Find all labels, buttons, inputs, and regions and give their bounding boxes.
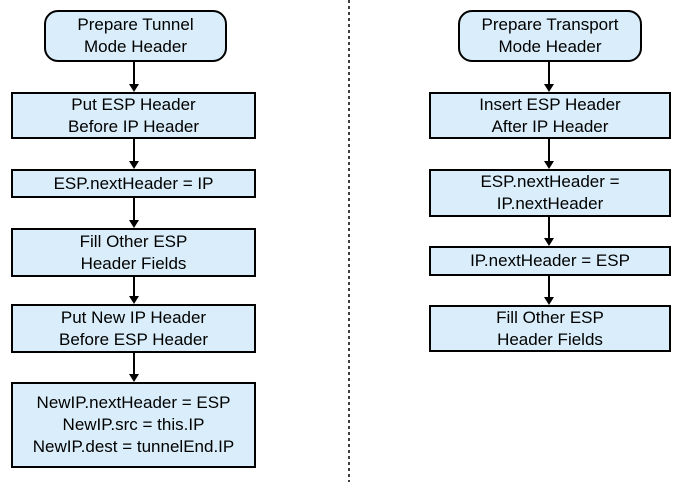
arrow-shaft: [133, 353, 135, 374]
arrow-head: [129, 374, 139, 382]
arrow-head: [544, 238, 554, 246]
arrow-down-icon: [129, 62, 139, 92]
node-prepare-tunnel-mode-header: Prepare Tunnel Mode Header: [44, 10, 227, 62]
arrow-head: [544, 297, 554, 305]
node-esp-nextheader-equals-ip: ESP.nextHeader = IP: [11, 169, 256, 198]
dashed-divider: [348, 0, 350, 482]
node-text-line: ESP.nextHeader = IP: [53, 173, 214, 193]
arrow-down-icon: [129, 277, 139, 304]
arrow-down-icon: [129, 198, 139, 228]
node-prepare-transport-mode-header: Prepare Transport Mode Header: [458, 10, 642, 62]
node-text-line: Before ESP Header: [59, 329, 208, 349]
node-text-line: Put New IP Header: [60, 307, 207, 327]
node-text-line: Mode Header: [498, 37, 602, 56]
arrow-head: [129, 84, 139, 92]
node-text-line: NewIP.src = this.IP: [62, 415, 205, 434]
arrow-head: [129, 296, 139, 304]
arrow-shaft: [133, 277, 135, 296]
node-put-new-ip-header-before-esp: Put New IP Header Before ESP Header: [11, 304, 256, 353]
node-text-line: Header Fields: [80, 253, 187, 273]
node-text-line: Mode Header: [83, 37, 187, 56]
node-text-line: IP.nextHeader = ESP: [470, 251, 630, 270]
node-text-line: Fill Other ESP: [79, 231, 188, 251]
arrow-shaft: [548, 276, 550, 297]
node-put-esp-header-before-ip: Put ESP Header Before IP Header: [11, 92, 256, 139]
node-text-line: After IP Header: [491, 116, 609, 136]
arrow-down-icon: [129, 353, 139, 382]
node-ip-nextheader-equals-esp: IP.nextHeader = ESP: [429, 246, 671, 276]
arrow-head: [544, 84, 554, 92]
arrow-shaft: [133, 62, 135, 84]
arrow-shaft: [548, 62, 550, 84]
node-text-line: NewIP.nextHeader = ESP: [36, 393, 231, 412]
arrow-down-icon: [544, 139, 554, 169]
arrow-head: [129, 220, 139, 228]
node-text-line: IP.nextHeader: [496, 194, 604, 213]
node-text-line: Put ESP Header: [71, 94, 196, 114]
node-text-line: Before IP Header: [67, 116, 200, 136]
node-text-line: ESP.nextHeader =: [480, 172, 620, 191]
arrow-shaft: [548, 217, 550, 238]
node-text-line: Insert ESP Header: [479, 94, 621, 114]
arrow-down-icon: [544, 62, 554, 92]
arrow-down-icon: [544, 217, 554, 246]
arrow-shaft: [548, 139, 550, 161]
arrow-head: [129, 161, 139, 169]
arrow-shaft: [133, 139, 135, 161]
node-text-line: Prepare Transport: [481, 15, 619, 34]
arrow-down-icon: [129, 139, 139, 169]
arrow-head: [544, 161, 554, 169]
node-insert-esp-header-after-ip: Insert ESP Header After IP Header: [429, 92, 671, 139]
arrow-down-icon: [544, 276, 554, 305]
node-fill-other-esp-fields-tunnel: Fill Other ESP Header Fields: [11, 228, 256, 277]
node-fill-other-esp-fields-transport: Fill Other ESP Header Fields: [429, 305, 671, 352]
arrow-shaft: [133, 198, 135, 220]
node-newip-field-assignments: NewIP.nextHeader = ESP NewIP.src = this.…: [11, 382, 256, 468]
node-esp-nextheader-equals-ip-nextheader: ESP.nextHeader = IP.nextHeader: [429, 169, 671, 217]
node-text-line: Fill Other ESP: [496, 307, 604, 327]
node-text-line: Header Fields: [497, 329, 603, 349]
node-text-line: Prepare Tunnel: [77, 15, 194, 34]
node-text-line: NewIP.dest = tunnelEnd.IP: [32, 437, 235, 456]
